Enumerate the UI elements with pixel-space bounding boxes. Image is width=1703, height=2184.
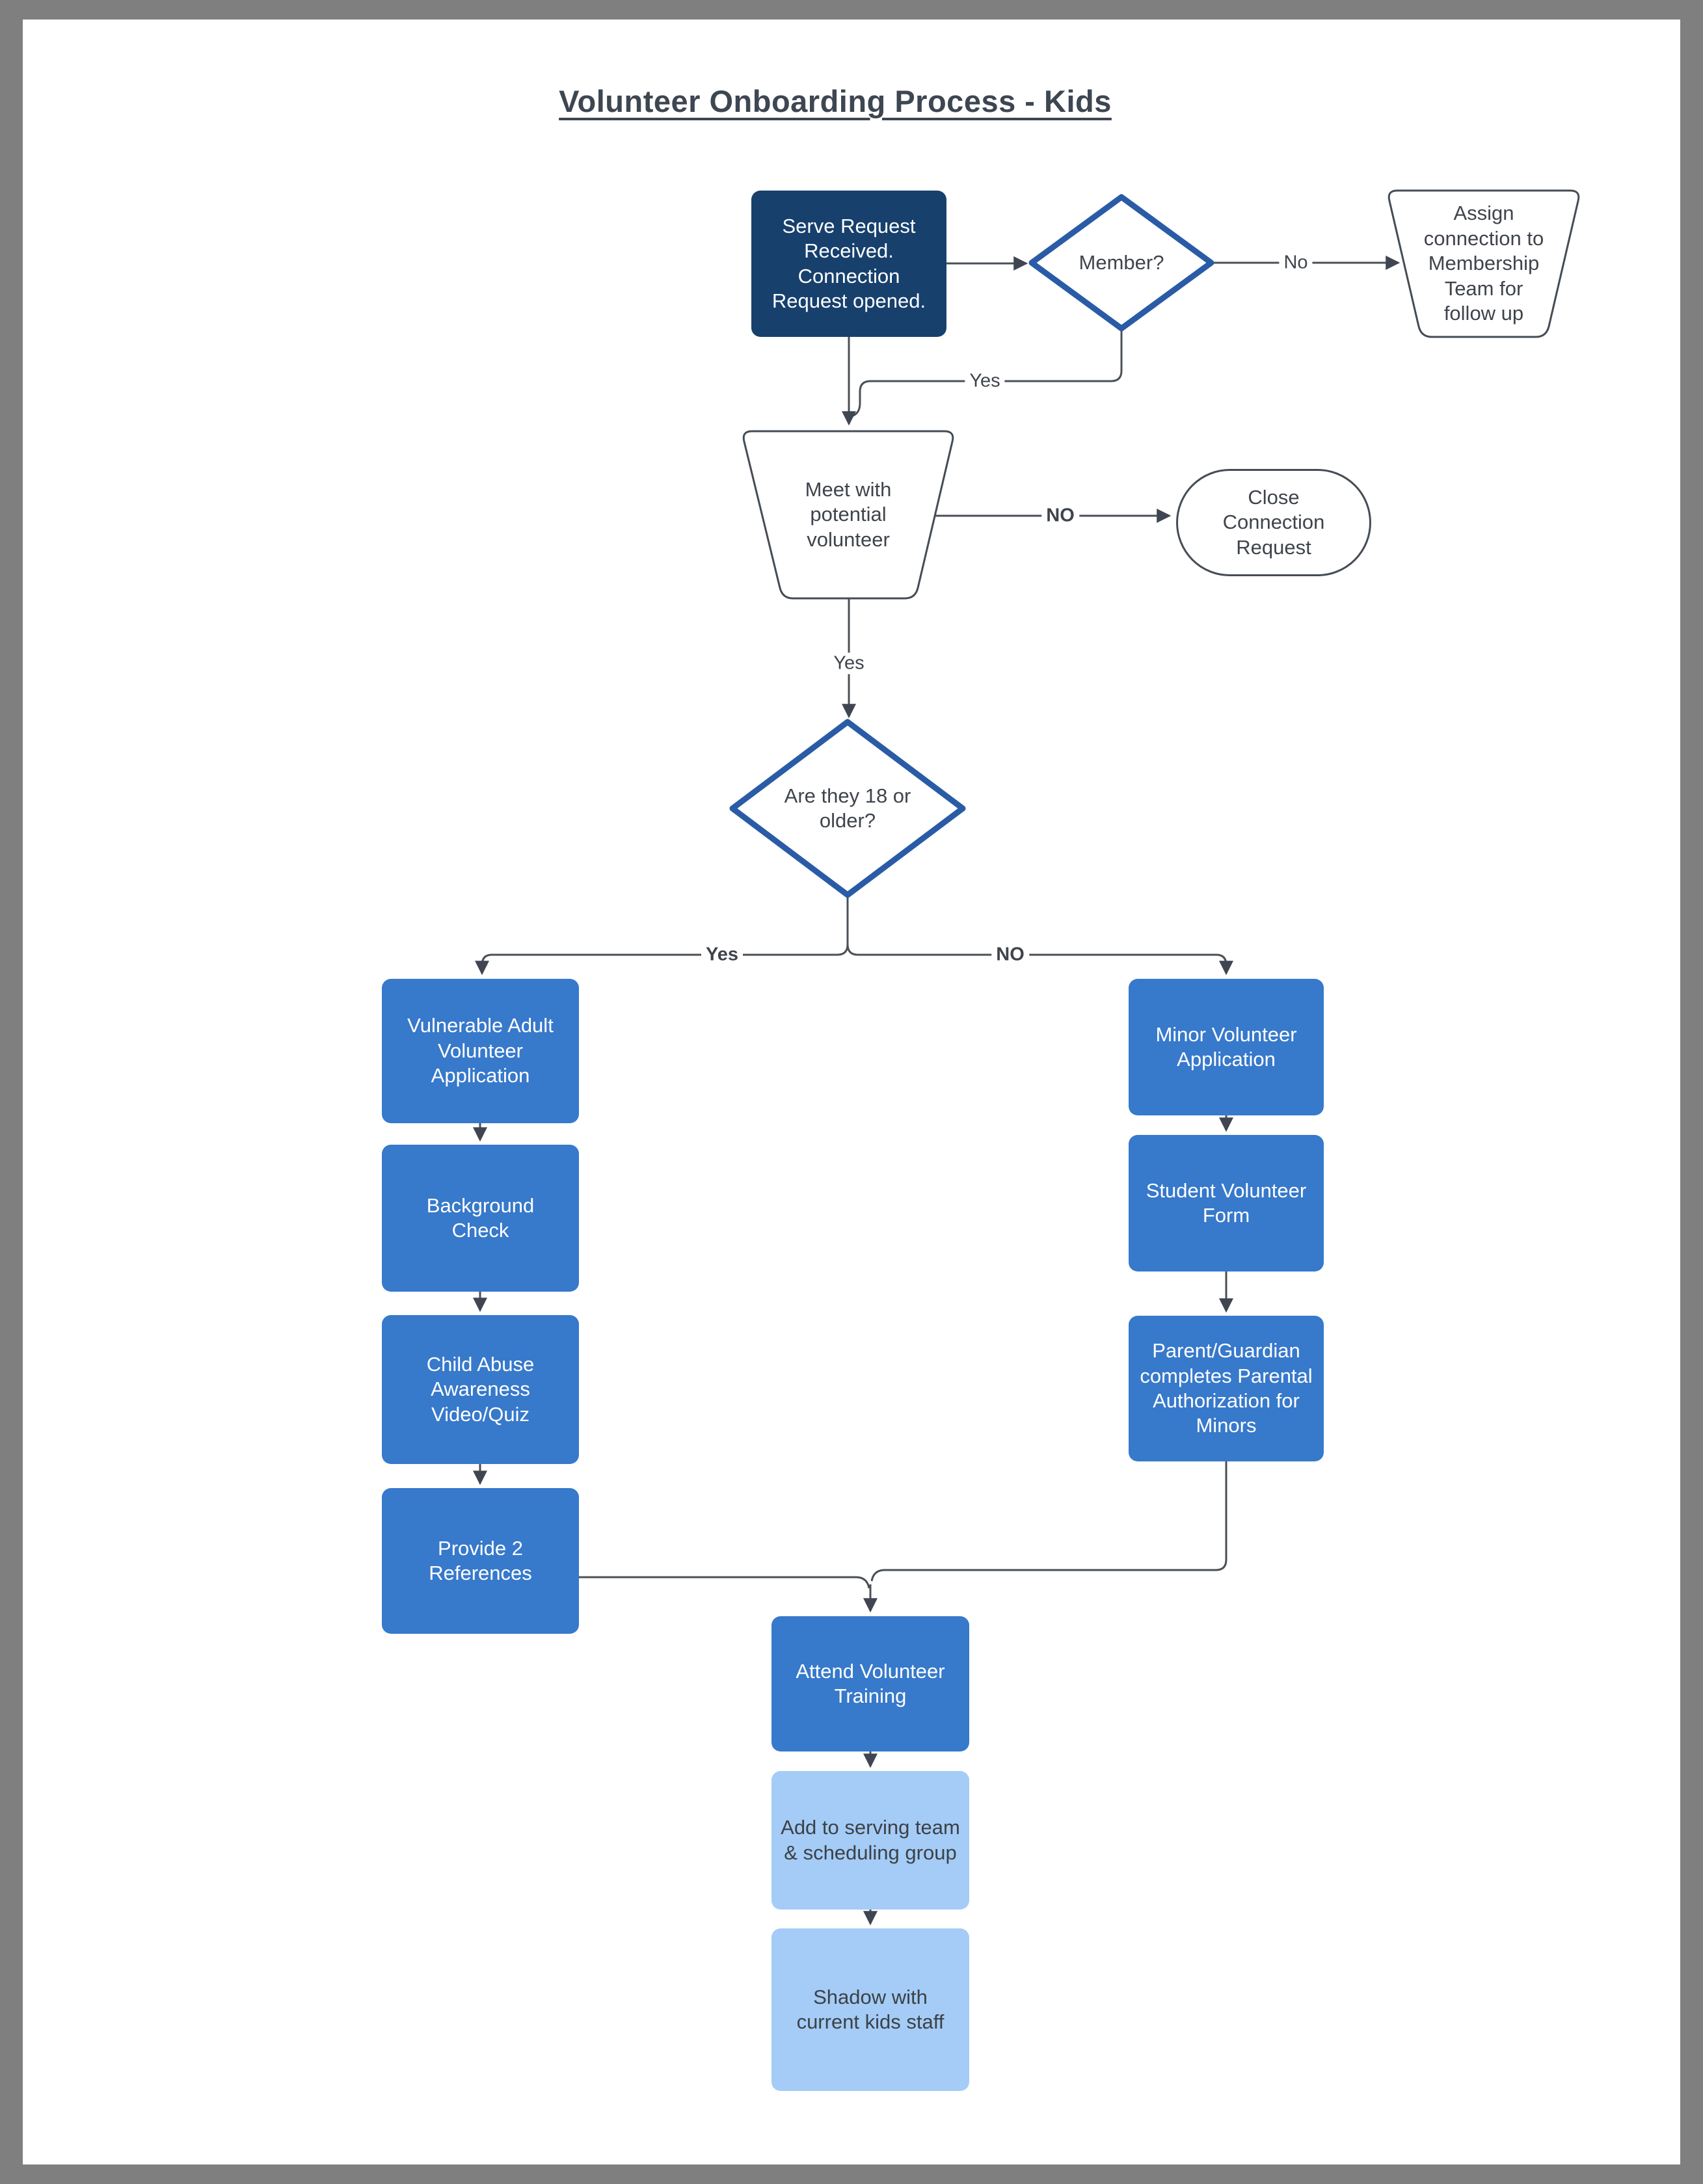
- node-assign-membership: Assign connection to Membership Team for…: [1423, 202, 1544, 325]
- age-decision-diamond: [729, 719, 966, 898]
- edge-label-member-yes: Yes: [965, 370, 1005, 392]
- member-decision-diamond: [1028, 194, 1214, 332]
- node-background-check: Background Check: [382, 1145, 579, 1292]
- edge-parental-merge: [870, 1461, 1227, 1582]
- node-student-form: Student Volunteer Form: [1129, 1135, 1324, 1272]
- node-child-abuse-quiz: Child Abuse Awareness Video/Quiz: [382, 1315, 579, 1464]
- node-meet-volunteer: Meet with potential volunteer: [805, 477, 892, 551]
- node-serve-request: Serve Request Received. Connection Reque…: [751, 191, 946, 337]
- node-member-decision: Member?: [1079, 250, 1164, 274]
- edge-label-meet-no: NO: [1041, 505, 1079, 527]
- edge-label-age-yes: Yes: [701, 944, 743, 966]
- assign-membership-trapezoid: [1388, 189, 1580, 338]
- meet-volunteer-trapezoid: [742, 430, 954, 600]
- edge-label-meet-yes: Yes: [829, 652, 869, 674]
- edge-age-yes: [475, 895, 849, 976]
- node-close-connection: Close Connection Request: [1176, 469, 1371, 576]
- node-provide-references: Provide 2 References: [382, 1488, 579, 1634]
- node-parental-auth: Parent/Guardian completes Parental Autho…: [1129, 1316, 1324, 1461]
- node-attend-training: Attend Volunteer Training: [771, 1616, 969, 1751]
- node-age-decision: Are they 18 or older?: [784, 784, 911, 832]
- edge-member-yes: [851, 328, 1123, 418]
- node-add-serving-team: Add to serving team & scheduling group: [771, 1771, 969, 1910]
- node-vulnerable-adult-app: Vulnerable Adult Volunteer Application: [382, 979, 579, 1123]
- node-shadow-staff: Shadow with current kids staff: [771, 1928, 969, 2091]
- edge-label-age-no: NO: [991, 944, 1029, 966]
- edge-label-member-no: No: [1279, 252, 1313, 274]
- edge-references-merge: [579, 1576, 870, 1589]
- page-title: Volunteer Onboarding Process - Kids: [559, 84, 1112, 118]
- node-minor-app: Minor Volunteer Application: [1129, 979, 1324, 1115]
- edge-age-no: [846, 944, 1233, 976]
